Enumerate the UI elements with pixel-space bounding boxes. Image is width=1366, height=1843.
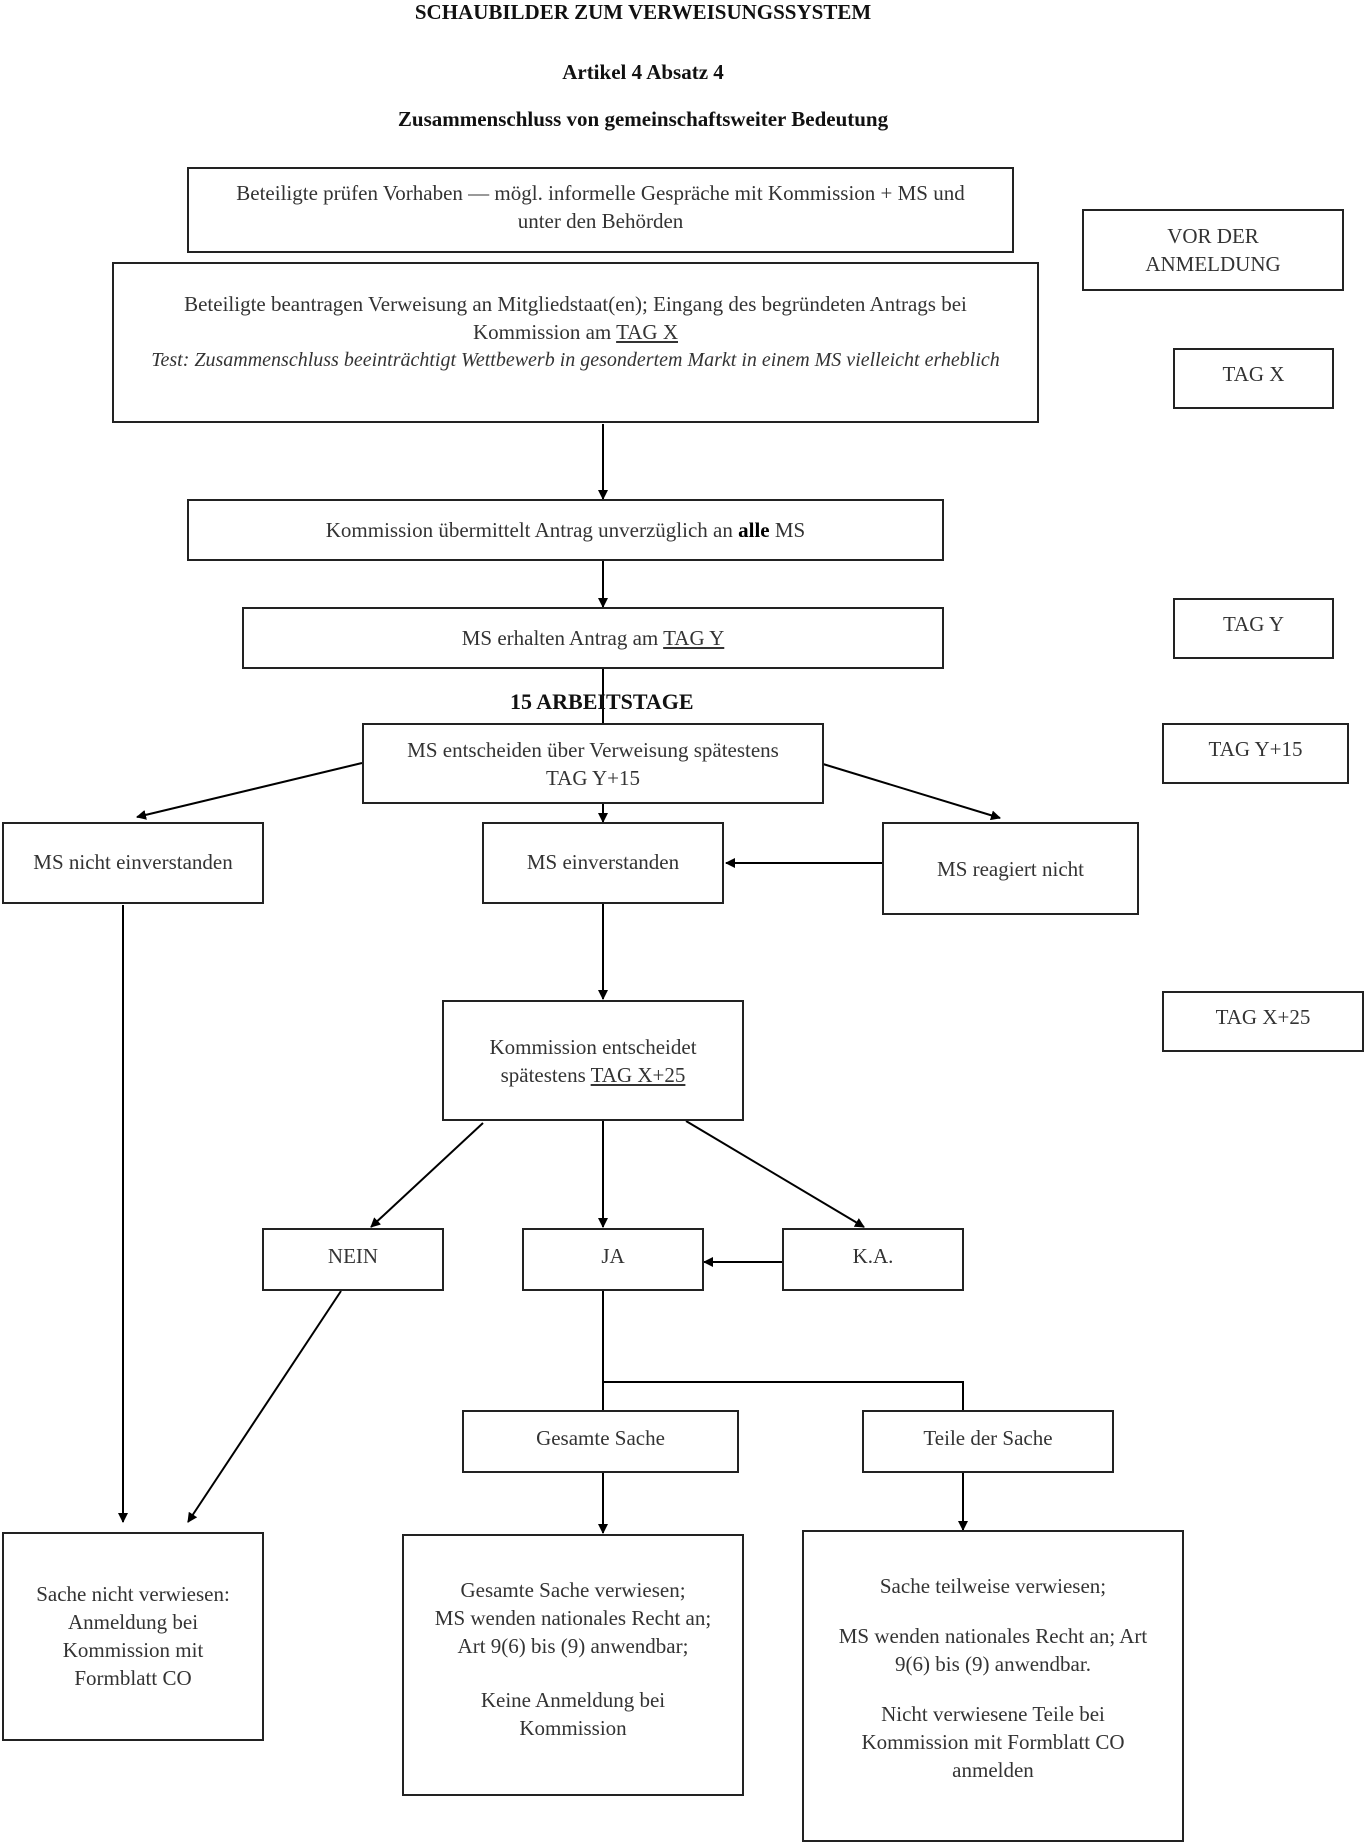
page-title: SCHAUBILDER ZUM VERWEISUNGSSYSTEM	[414, 0, 872, 24]
box-kommission-line1: Kommission entscheidet	[489, 1034, 697, 1059]
box-entscheiden-line1: MS entscheiden über Verweisung spätesten…	[407, 737, 779, 762]
timeline-tag-x25: TAG X+25	[1162, 991, 1364, 1052]
box-beantragen-test: Test: Zusammenschluss beeinträchtigt Wet…	[151, 349, 1000, 371]
box-entscheiden: MS entscheiden über Verweisung spätesten…	[362, 723, 824, 804]
box-beantragen-line2: Kommission am TAG X	[473, 318, 678, 346]
teilweise-verwiesen-line6: anmelden	[952, 1758, 1034, 1782]
timeline-tag-y: TAG Y	[1173, 598, 1334, 659]
box-einverstanden: MS einverstanden	[482, 822, 724, 904]
box-erhalten-a: MS erhalten Antrag am	[461, 626, 664, 650]
box-erhalten: MS erhalten Antrag am TAG Y	[242, 607, 944, 669]
box-uebermittelt-a: Kommission übermittelt Antrag unverzügli…	[325, 518, 739, 542]
nicht-verwiesen-line3: Kommission mit	[62, 1638, 204, 1662]
box-uebermittelt-c: MS	[769, 518, 806, 542]
gesamt-verwiesen-line3: Art 9(6) bis (9) anwendbar;	[457, 1634, 689, 1658]
box-gesamt-verwiesen: Gesamte Sache verwiesen; MS wenden natio…	[402, 1534, 744, 1796]
box-beantragen: Beteiligte beantragen Verweisung an Mitg…	[112, 262, 1039, 423]
box-ja: JA	[522, 1228, 704, 1291]
page-subtitle: Zusammenschluss von gemeinschaftsweiter …	[397, 107, 889, 131]
arrow-entscheiden-to-reagiert-nicht	[822, 763, 1001, 821]
box-gesamte-sache-text: Gesamte Sache	[536, 1426, 665, 1450]
box-beantragen-line2-text: Kommission am	[472, 320, 617, 344]
box-kommission-line2a: spätestens	[500, 1062, 591, 1087]
box-uebermittelt: Kommission übermittelt Antrag unverzügli…	[187, 499, 944, 561]
gesamt-verwiesen-line4: Keine Anmeldung bei	[480, 1688, 666, 1712]
box-einverstanden-text: MS einverstanden	[526, 850, 680, 874]
nicht-verwiesen-line1: Sache nicht verwiesen:	[36, 1582, 230, 1606]
box-entscheiden-line2: TAG Y+15	[546, 765, 640, 790]
teilweise-verwiesen-line3: 9(6) bis (9) anwendbar.	[895, 1652, 1091, 1676]
box-nein-text: NEIN	[327, 1244, 379, 1268]
box-uebermittelt-text: Kommission übermittelt Antrag unverzügli…	[326, 516, 805, 544]
box-nicht-verwiesen: Sache nicht verwiesen: Anmeldung bei Kom…	[2, 1532, 264, 1741]
box-teilweise-verwiesen: Sache teilweise verwiesen; MS wenden nat…	[802, 1530, 1184, 1842]
teilweise-verwiesen-line2: MS wenden nationales Recht an; Art	[838, 1624, 1148, 1648]
arrow-entscheiden-to-nicht-einverstanden	[136, 762, 363, 820]
box-kommission-tag-x25: TAG X+25	[590, 1062, 686, 1087]
gesamt-verwiesen-line2: MS wenden nationales Recht an;	[434, 1606, 712, 1630]
gesamt-verwiesen-line5: Kommission	[519, 1716, 627, 1740]
timeline-tag-y-label: TAG Y	[1222, 612, 1285, 636]
box-reagiert-nicht-text: MS reagiert nicht	[937, 856, 1084, 881]
article-heading: Artikel 4 Absatz 4	[562, 60, 724, 84]
box-nein: NEIN	[262, 1228, 444, 1291]
box-kommission-line2: spätestens TAG X+25	[501, 1061, 686, 1089]
box-gesamte-sache: Gesamte Sache	[462, 1410, 739, 1473]
timeline-tag-x: TAG X	[1173, 348, 1334, 409]
box-uebermittelt-alle: alle	[738, 518, 770, 542]
box-nicht-einverstanden-text: MS nicht einverstanden	[33, 850, 233, 874]
box-reagiert-nicht: MS reagiert nicht	[882, 822, 1139, 915]
timeline-tag-y15-label: TAG Y+15	[1208, 737, 1303, 761]
box-ja-text: JA	[601, 1244, 625, 1268]
teilweise-verwiesen-line1: Sache teilweise verwiesen;	[879, 1574, 1107, 1598]
arrow-kommission-to-ka	[685, 1120, 865, 1228]
box-nicht-einverstanden: MS nicht einverstanden	[2, 822, 264, 904]
arrow-kommission-to-nein	[370, 1122, 484, 1228]
box-pruefen: Beteiligte prüfen Vorhaben — mögl. infor…	[187, 167, 1014, 253]
line-ja-to-branches	[602, 1290, 964, 1410]
box-teile-der-sache: Teile der Sache	[862, 1410, 1114, 1473]
timeline-tag-x-label: TAG X	[1222, 362, 1285, 386]
box-ka-text: K.A.	[852, 1244, 894, 1268]
box-beantragen-tag-x: TAG X	[616, 320, 679, 344]
timeline-tag-x25-label: TAG X+25	[1215, 1005, 1311, 1029]
teilweise-verwiesen-line5: Kommission mit Formblatt CO	[861, 1730, 1125, 1754]
nicht-verwiesen-line2: Anmeldung bei	[67, 1610, 199, 1634]
nicht-verwiesen-line4: Formblatt CO	[74, 1666, 192, 1690]
teilweise-verwiesen-line4: Nicht verwiesene Teile bei	[881, 1702, 1105, 1726]
box-erhalten-tag-y: TAG Y	[663, 626, 725, 650]
box-kommission-entscheidet: Kommission entscheidet spätestens TAG X+…	[442, 1000, 744, 1121]
timeline-tag-y15: TAG Y+15	[1162, 723, 1349, 784]
box-teile-der-sache-text: Teile der Sache	[923, 1426, 1053, 1450]
arbeitstage-label: 15 ARBEITSTAGE	[510, 689, 694, 714]
box-pruefen-text: Beteiligte prüfen Vorhaben — mögl. infor…	[236, 181, 965, 233]
gesamt-verwiesen-line1: Gesamte Sache verwiesen;	[460, 1578, 686, 1602]
timeline-vor-anmeldung-label: VOR DER ANMELDUNG	[1145, 224, 1281, 276]
box-ka: K.A.	[782, 1228, 964, 1291]
box-erhalten-text: MS erhalten Antrag am TAG Y	[462, 624, 725, 652]
timeline-vor-anmeldung: VOR DER ANMELDUNG	[1082, 209, 1344, 291]
arrow-nein-to-nicht-verwiesen	[187, 1290, 342, 1523]
box-beantragen-line1: Beteiligte beantragen Verweisung an Mitg…	[184, 292, 967, 316]
